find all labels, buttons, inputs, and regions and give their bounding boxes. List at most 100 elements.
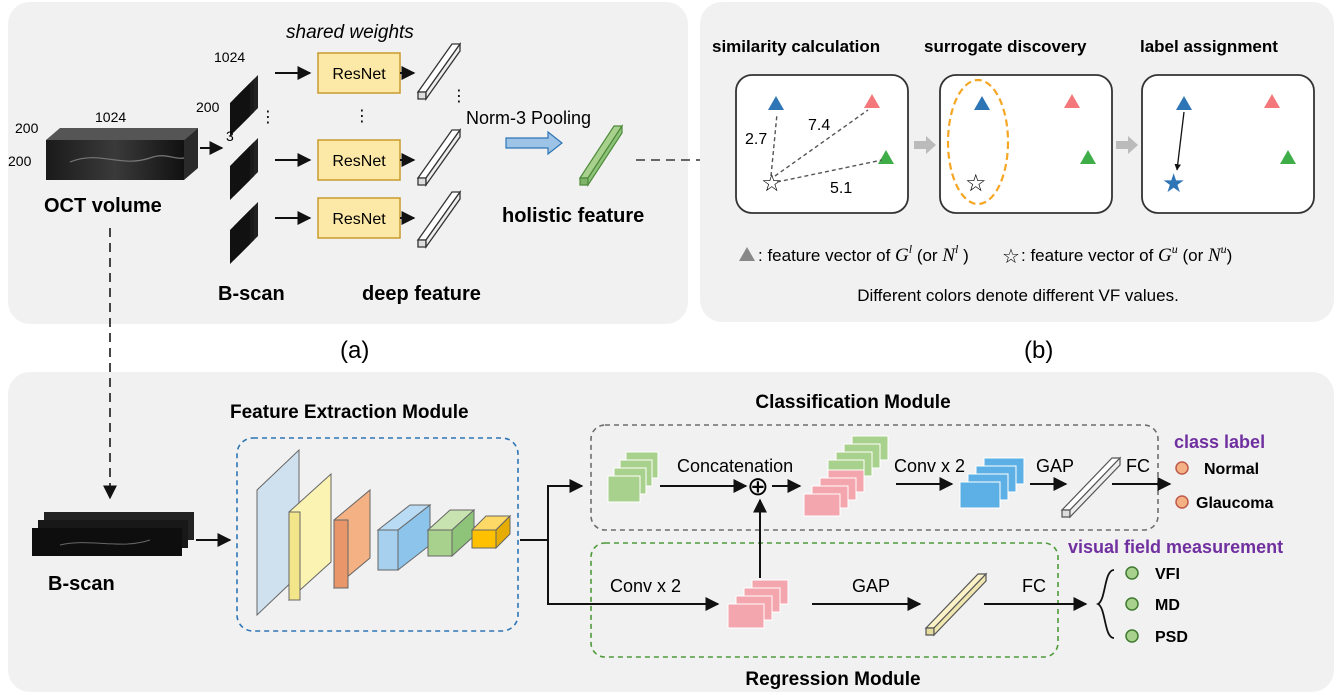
pooling-arrow	[505, 130, 563, 156]
cnn-layers	[256, 448, 512, 617]
psd-dot	[1125, 629, 1139, 643]
bscan-label-c: B-scan	[48, 573, 115, 595]
label-assignment-title: label assignment	[1140, 37, 1278, 56]
normal-label: Normal	[1204, 461, 1259, 478]
distance-5-1: 5.1	[830, 180, 852, 197]
distance-2-7: 2.7	[745, 131, 767, 148]
shared-weights-label: shared weights	[286, 22, 414, 43]
legend-triangle-icon	[739, 247, 755, 261]
normal-dot	[1175, 461, 1189, 475]
classification-vector	[1060, 456, 1122, 519]
vfi-dot	[1125, 566, 1139, 580]
vf-brace	[1095, 569, 1115, 639]
volume-dim-200-side: 200	[8, 153, 32, 169]
regression-box	[590, 542, 1059, 658]
surrogate-oval	[946, 78, 1010, 206]
blue-triangle-2	[974, 96, 990, 110]
blue-triangle-3	[1176, 96, 1192, 110]
red-triangle-2	[1064, 94, 1080, 108]
resnet-label-1: ResNet	[332, 66, 386, 83]
blue-triangle-1	[768, 96, 784, 110]
resnet-label-3: ResNet	[332, 211, 386, 228]
resnet-vdots: ⋮	[354, 108, 370, 125]
branch-to-regression	[547, 540, 720, 611]
regression-vector	[924, 572, 988, 637]
surrogate-title: surrogate discovery	[924, 37, 1087, 56]
classification-title: Classification Module	[755, 392, 950, 413]
deep-feature-vector-3	[416, 189, 462, 250]
regression-title: Regression Module	[745, 669, 920, 690]
gap-label-bottom: GAP	[852, 576, 890, 596]
fc-label-top: FC	[1126, 456, 1150, 476]
deep-feature-label: deep feature	[362, 283, 481, 305]
volume-dim-1024: 1024	[95, 109, 126, 125]
green-triangle-3	[1280, 150, 1296, 164]
legend-star-icon: ☆	[1002, 246, 1020, 268]
deep-feature-vector-2	[416, 127, 462, 188]
bscan-stack-1	[230, 75, 258, 136]
gray-arrow-2	[1116, 136, 1138, 154]
md-dot	[1125, 597, 1139, 611]
assignment-arrow	[1174, 111, 1185, 171]
bscan-dim-1024: 1024	[214, 49, 245, 65]
gap-label-top: GAP	[1036, 456, 1074, 476]
feature-extraction-box	[236, 437, 519, 632]
red-triangle-3	[1264, 94, 1280, 108]
gray-arrow-1	[914, 136, 936, 154]
volume-dim-200-top: 200	[15, 120, 39, 136]
dist-line-red	[774, 109, 869, 177]
fc-label-bottom: FC	[1022, 576, 1046, 596]
legend-triangle-text: : feature vector of Gl (or Nl )	[758, 242, 969, 266]
bscan-dim-3: 3	[226, 128, 234, 144]
resnet-box-3	[317, 197, 401, 239]
psd-label: PSD	[1155, 629, 1188, 646]
bscan-vdots: ⋮	[260, 109, 276, 126]
holistic-feature-label: holistic feature	[502, 205, 644, 227]
holistic-feature-vector	[578, 123, 624, 188]
vf-measurement-title: visual field measurement	[1068, 537, 1283, 557]
oct-volume-cuboid	[46, 128, 198, 180]
md-label: MD	[1155, 597, 1180, 614]
oct-volume-label: OCT volume	[44, 195, 162, 217]
classification-box	[590, 424, 1159, 531]
conv-x2-label-top: Conv x 2	[894, 456, 965, 476]
labeled-star: ★	[1162, 168, 1185, 198]
resnet-label-2: ResNet	[332, 153, 386, 170]
bscan-stack-2	[230, 138, 258, 200]
dist-line-blue	[770, 113, 778, 177]
dist-line-green	[776, 159, 883, 183]
blue-feature-maps	[959, 457, 1025, 509]
norm-pooling-label: Norm-3 Pooling	[466, 108, 591, 128]
vfi-label: VFI	[1155, 566, 1180, 583]
legend-star-text: : feature vector of Gu (or Nu)	[1021, 242, 1232, 266]
green-triangle-2	[1080, 150, 1096, 164]
concatenation-label: Concatenation	[677, 456, 793, 476]
panel-c-background	[8, 372, 1334, 692]
pink-feature-maps	[727, 579, 789, 629]
vf-values-note: Different colors denote different VF val…	[857, 286, 1179, 305]
deep-feature-vdots: ⋮	[451, 88, 467, 105]
caption-b: (b)	[1024, 337, 1053, 364]
concatenated-feature-maps	[803, 435, 889, 517]
red-triangle-1	[864, 94, 880, 108]
green-feature-maps	[607, 451, 659, 503]
bscan-images	[32, 512, 194, 556]
class-label-title: class label	[1174, 432, 1265, 452]
resnet-box-2	[317, 139, 401, 181]
bscan-stack-3	[230, 202, 258, 264]
glaucoma-dot	[1175, 495, 1189, 509]
bscan-dim-200: 200	[196, 99, 220, 115]
feature-extraction-title: Feature Extraction Module	[230, 402, 469, 423]
unlabeled-star-2: ☆	[965, 170, 987, 197]
distance-7-4: 7.4	[808, 117, 830, 134]
caption-a: (a)	[340, 337, 369, 364]
similarity-title: similarity calculation	[712, 37, 880, 56]
branch-to-classification	[547, 479, 584, 540]
plus-operator: ⊕	[747, 471, 769, 501]
unlabeled-star-1: ☆	[761, 170, 783, 197]
deep-feature-vector-1	[416, 41, 462, 102]
conv-x2-label-bottom: Conv x 2	[610, 576, 681, 596]
glaucoma-label: Glaucoma	[1196, 495, 1273, 512]
bscan-label-a: B-scan	[218, 283, 285, 305]
